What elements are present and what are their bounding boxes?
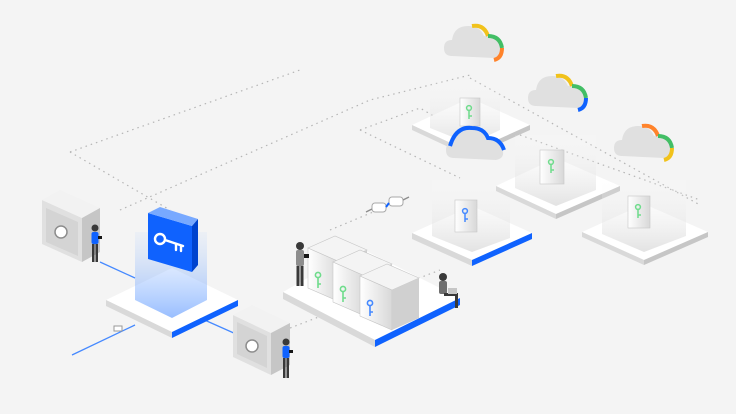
- key-protect-platform: [106, 207, 238, 338]
- key-icon: [634, 203, 642, 218]
- person-figure-standing: [296, 242, 309, 286]
- key-icon: [461, 207, 469, 222]
- server-rack: [454, 199, 478, 233]
- cloud-platform-middle: [496, 135, 620, 219]
- multicolor-cloud-icon: [444, 23, 504, 62]
- multicolor-cloud-icon: [614, 123, 674, 162]
- blue-cloud-icon: [446, 125, 506, 160]
- multicolor-cloud-icon: [528, 73, 588, 112]
- cloud-platform-blue: [412, 180, 532, 266]
- key-icon: [339, 285, 347, 302]
- server-rack: [359, 263, 420, 331]
- key-icon: [153, 232, 185, 253]
- key-icon: [547, 158, 555, 173]
- cloud-platform-right: [582, 180, 708, 265]
- server-rack: [459, 97, 481, 127]
- server-rack: [627, 195, 651, 229]
- key-icon: [366, 299, 374, 316]
- vault-bottom: [233, 305, 290, 375]
- plug-connector-icon: [365, 196, 410, 213]
- safe-vault-icon: [245, 339, 259, 353]
- person-figure-seated: [439, 273, 458, 308]
- safe-vault-icon: [54, 225, 68, 239]
- cable-junction: [113, 325, 123, 332]
- key-icon: [465, 104, 473, 119]
- key-card: [148, 207, 198, 272]
- vault-left: [42, 190, 100, 262]
- server-rack: [539, 149, 565, 185]
- key-icon: [314, 271, 322, 288]
- person-figure-left: [91, 224, 102, 262]
- data-center-platform: [283, 235, 460, 347]
- person-figure-bottom: [282, 338, 293, 378]
